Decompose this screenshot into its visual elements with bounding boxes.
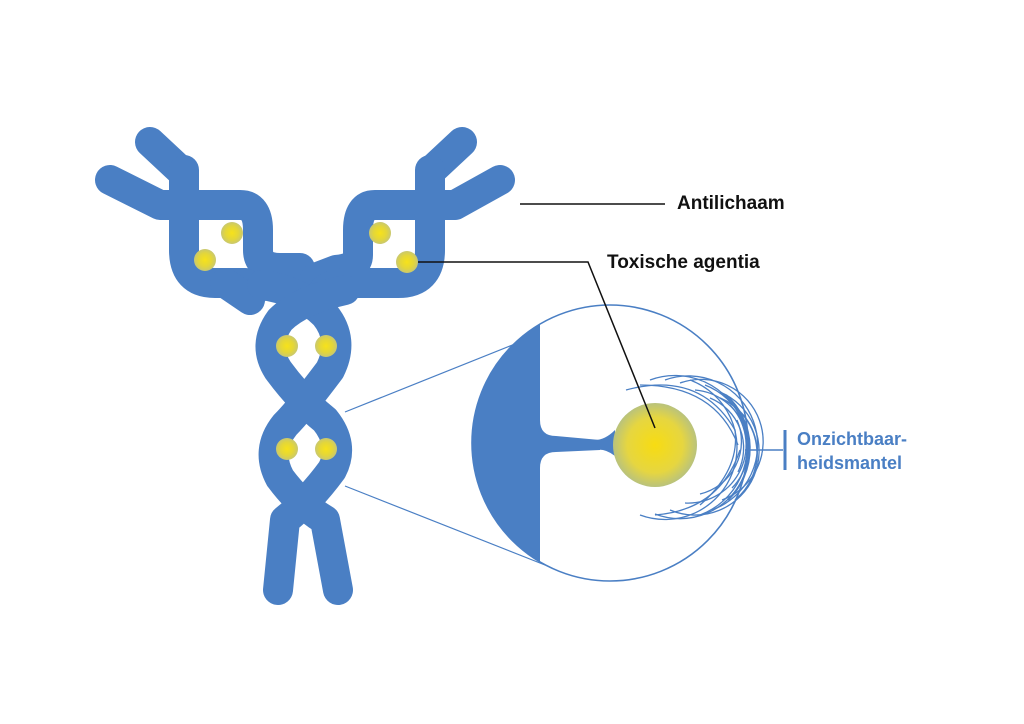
zoom-detail xyxy=(471,304,764,582)
cloak-outer-arc xyxy=(725,394,751,501)
toxin-dot xyxy=(276,438,298,460)
left-arm-outer-chain xyxy=(95,165,315,283)
toxin-dot xyxy=(276,335,298,357)
toxin-dot xyxy=(194,249,216,271)
toxin-dot xyxy=(369,222,391,244)
toxin-large xyxy=(613,403,697,487)
toxin-dots xyxy=(194,222,418,460)
zoom-connector-lines xyxy=(344,339,546,566)
cloak-label-line1: Onzichtbaar- xyxy=(797,429,908,449)
cloak-mesh xyxy=(625,374,764,521)
toxic-leader-line xyxy=(418,261,656,429)
toxin-dot xyxy=(315,438,337,460)
toxin-dot xyxy=(315,335,337,357)
toxin-dot xyxy=(396,251,418,273)
invisibility-cloak-label: Onzichtbaar- heidsmantel xyxy=(797,427,907,475)
antibody-label: Antilichaam xyxy=(677,193,785,214)
left-arm-lower xyxy=(210,268,265,315)
stem-strand-b xyxy=(255,275,360,605)
toxic-agents-label: Toxische agentia xyxy=(607,252,760,273)
toxin-dot xyxy=(221,222,243,244)
protein-chunk xyxy=(472,305,600,581)
cloak-label-line2: heidsmantel xyxy=(797,453,903,473)
linker xyxy=(595,430,615,456)
antibody-shape xyxy=(95,127,515,605)
